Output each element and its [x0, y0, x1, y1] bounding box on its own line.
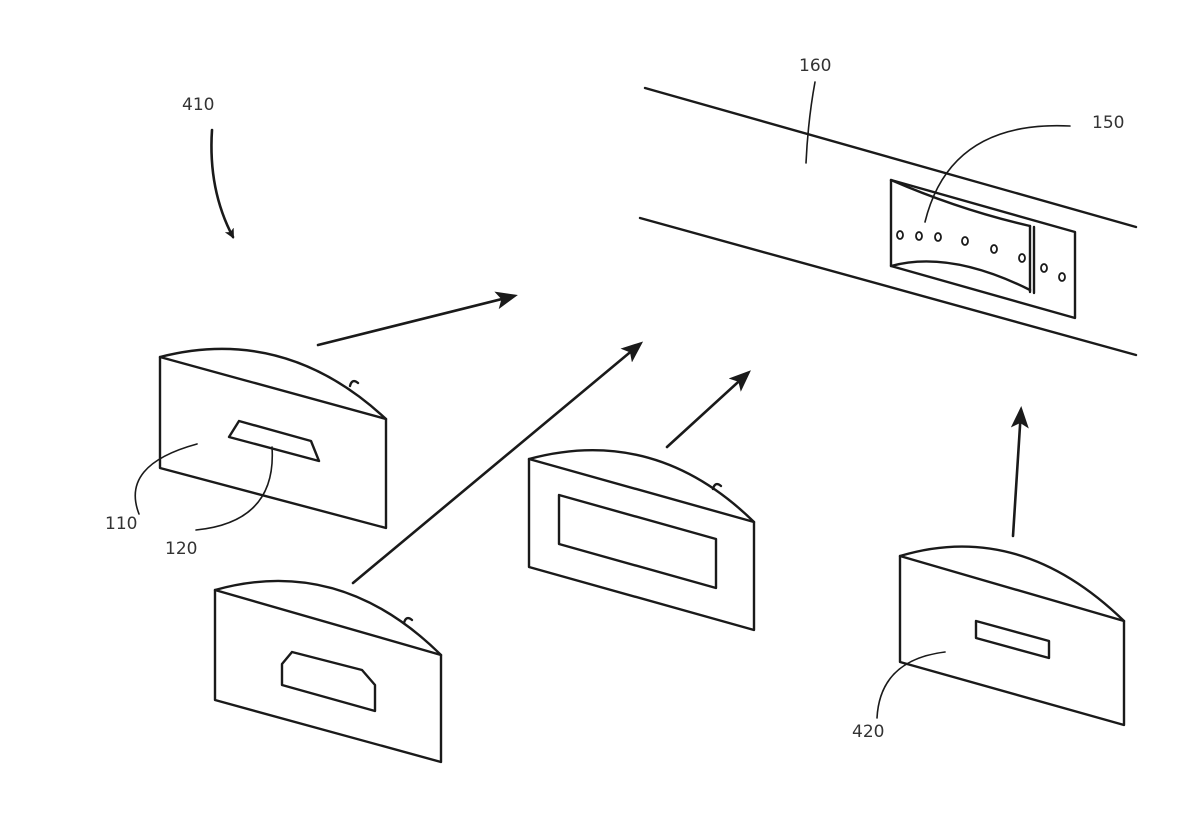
insert-420	[898, 545, 1126, 727]
label-410: 410	[182, 95, 214, 115]
arrow-insert-110	[316, 291, 518, 347]
arrow-insert-hex	[351, 341, 644, 585]
leader-120	[195, 446, 274, 531]
fixture-holes	[896, 230, 1066, 282]
beam-160	[638, 86, 1138, 357]
insert-large-window	[527, 449, 756, 632]
label-160: 160	[799, 56, 831, 76]
insert-110	[158, 347, 388, 530]
fixture-150	[889, 178, 1077, 320]
assembly-arrow-410	[210, 128, 235, 239]
arrow-insert-420	[1010, 406, 1029, 538]
label-150: 150	[1092, 113, 1124, 133]
leader-420	[876, 651, 946, 719]
label-120: 120	[165, 539, 197, 559]
arrow-insert-large	[665, 370, 751, 449]
leader-110	[134, 443, 198, 515]
leader-160	[805, 81, 816, 164]
leader-150	[924, 124, 1071, 223]
label-110: 110	[105, 514, 137, 534]
label-420: 420	[852, 722, 884, 742]
slot-120	[227, 419, 321, 463]
insert-hex-window	[213, 579, 443, 764]
